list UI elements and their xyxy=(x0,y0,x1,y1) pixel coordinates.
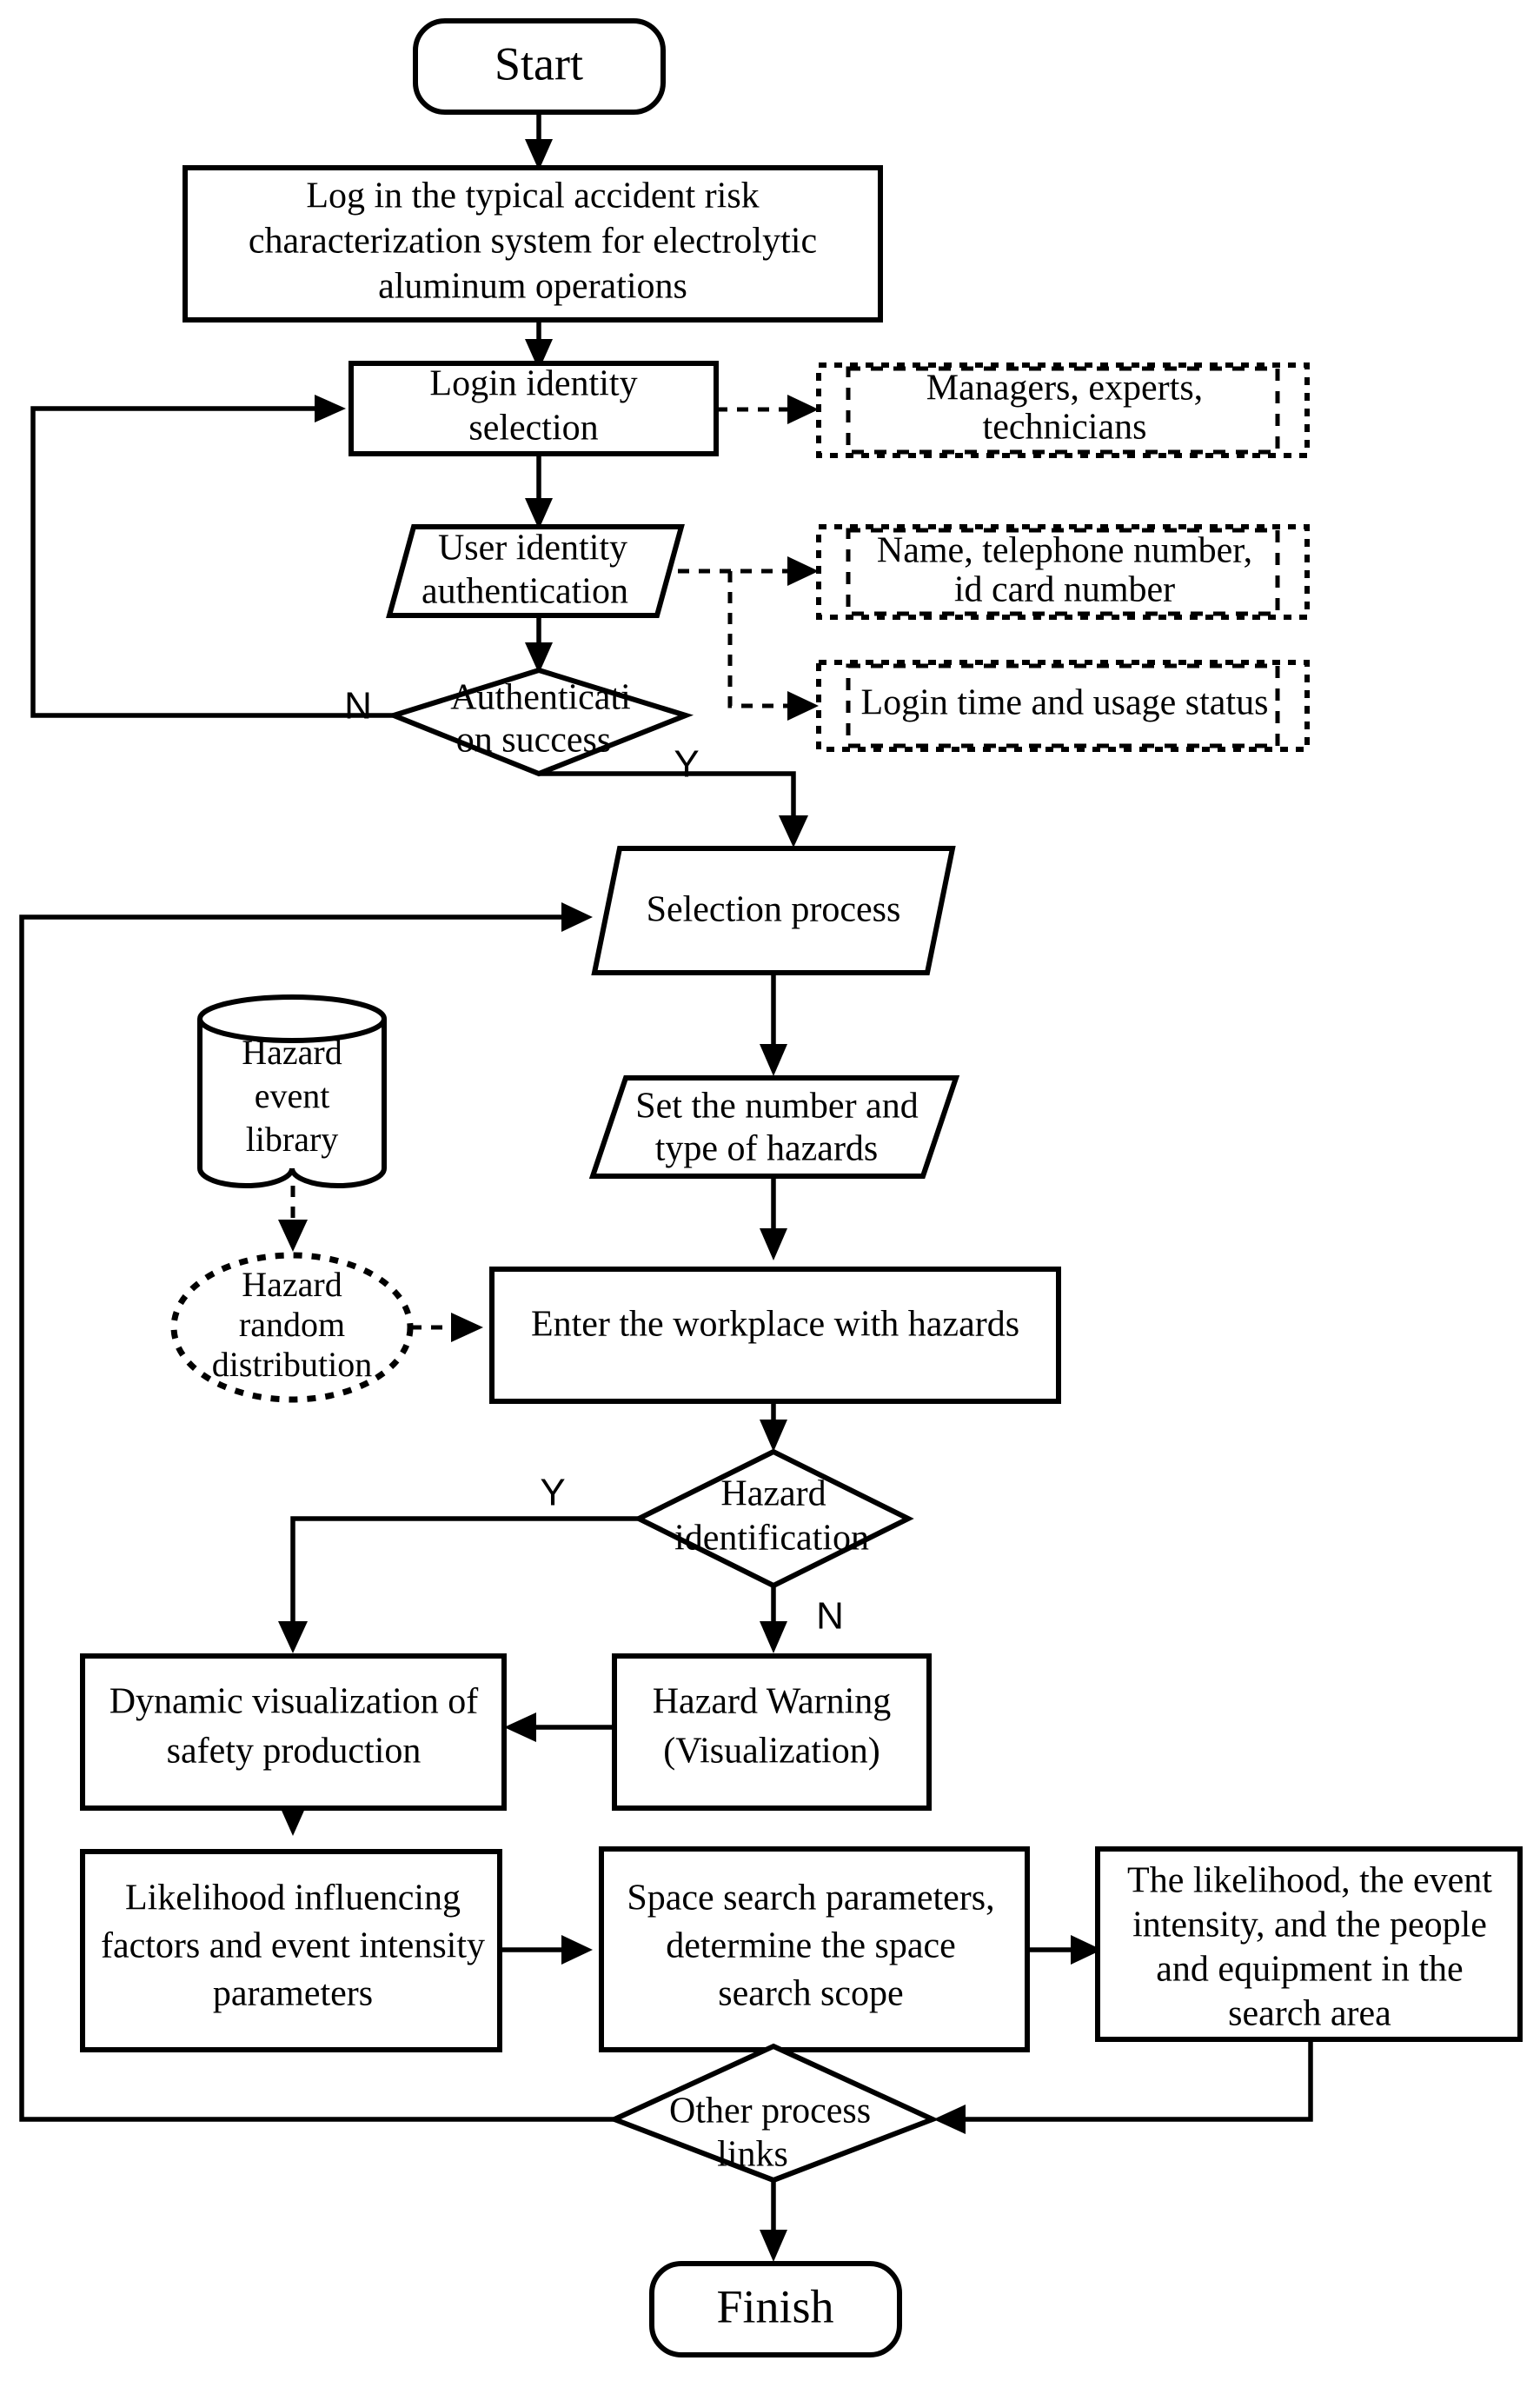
node-identity-authentication-line2: authentication xyxy=(422,572,628,612)
node-hazard-library-line2: event xyxy=(255,1076,330,1115)
connector-set-hazards-to-enter-workplace xyxy=(760,1176,787,1260)
node-likelihood-factors[interactable]: Likelihood influencing factors and event… xyxy=(80,1849,502,2052)
connector-start-to-login-system xyxy=(525,111,553,170)
branch-label-auth-yes: Y xyxy=(674,743,699,786)
node-hazard-random-line1: Hazard xyxy=(242,1265,342,1304)
note-credentials: Name, telephone number, id card number xyxy=(816,524,1310,620)
note-roles: Managers, experts, technicians xyxy=(816,362,1310,458)
connector-other-process-to-finish xyxy=(760,2180,787,2262)
node-space-search-line2: determine the space xyxy=(666,1926,956,1966)
node-other-process-links[interactable]: Other process links xyxy=(607,2043,939,2184)
node-likelihood-people-line4: search area xyxy=(1228,1994,1391,2034)
node-dynamic-visualization[interactable]: Dynamic visualization of safety producti… xyxy=(80,1653,507,1811)
node-set-hazards-line2: type of hazards xyxy=(655,1129,879,1169)
node-likelihood-factors-line1: Likelihood influencing xyxy=(125,1879,461,1919)
node-login-system-line3: aluminum operations xyxy=(378,267,687,307)
node-other-process-line1: Other process xyxy=(669,2091,871,2131)
connector-login-system-to-identity-selection xyxy=(525,319,553,370)
note-login-status-line1: Login time and usage status xyxy=(861,683,1269,723)
node-dynamic-vis-line1: Dynamic visualization of xyxy=(110,1682,479,1722)
node-hazard-random-distribution[interactable]: Hazard random distribution xyxy=(170,1252,414,1403)
connector-likelihood-people-to-other-process xyxy=(933,2039,1313,2134)
note-credentials-line1: Name, telephone number, xyxy=(877,531,1252,571)
node-authentication-success-line1: Authenticati xyxy=(450,678,631,718)
node-likelihood-people-line3: and equipment in the xyxy=(1156,1950,1463,1990)
node-selection-process[interactable]: Selection process xyxy=(591,846,956,975)
connector-hazard-warning-to-dynamic-vis xyxy=(504,1712,614,1742)
note-credentials-line2: id card number xyxy=(954,570,1175,610)
connector-identity-selection-to-auth xyxy=(525,453,553,529)
connector-likelihood-factors-to-space-search xyxy=(500,1935,593,1965)
connector-auth-to-credentials-note xyxy=(678,556,819,586)
connector-auth-yes-to-selection-process xyxy=(539,771,808,848)
branch-label-hazard-no: N xyxy=(816,1595,844,1638)
connector-hazard-library-to-random xyxy=(278,1186,308,1252)
connector-selection-to-set-hazards xyxy=(760,973,787,1076)
node-likelihood-people[interactable]: The likelihood, the event intensity, and… xyxy=(1095,1846,1523,2042)
node-other-process-line2: links xyxy=(717,2135,788,2175)
node-dynamic-vis-line2: safety production xyxy=(167,1732,422,1772)
node-likelihood-factors-line2: factors and event intensity xyxy=(101,1926,485,1966)
node-hazard-warning-line2: (Visualization) xyxy=(663,1732,880,1772)
note-login-status: Login time and usage status xyxy=(816,660,1310,752)
node-start[interactable]: Start xyxy=(413,18,666,115)
node-finish[interactable]: Finish xyxy=(649,2261,902,2357)
connector-hazard-yes-to-dynamic-vis xyxy=(278,1516,639,1653)
node-space-search[interactable]: Space search parameters, determine the s… xyxy=(599,1846,1030,2052)
node-set-hazards[interactable]: Set the number and type of hazards xyxy=(588,1075,960,1179)
node-hazard-library-line1: Hazard xyxy=(242,1033,342,1072)
node-likelihood-people-line1: The likelihood, the event xyxy=(1127,1861,1492,1901)
node-hazard-identification-line2: identification xyxy=(674,1519,869,1559)
node-hazard-warning[interactable]: Hazard Warning (Visualization) xyxy=(612,1653,932,1811)
connector-other-process-loop-to-selection xyxy=(19,902,614,2122)
connector-space-search-to-likelihood-people xyxy=(1027,1935,1102,1965)
node-hazard-identification-line1: Hazard xyxy=(720,1474,826,1514)
node-enter-workplace-line1: Enter the workplace with hazards xyxy=(531,1305,1019,1345)
connector-enter-workplace-to-hazard-identification xyxy=(760,1401,787,1452)
node-space-search-line1: Space search parameters, xyxy=(627,1879,994,1919)
node-hazard-library[interactable]: Hazard event library xyxy=(197,994,387,1188)
node-login-system-line2: characterization system for electrolytic xyxy=(249,222,817,262)
node-identity-authentication-line1: User identity xyxy=(438,529,627,569)
node-likelihood-factors-line3: parameters xyxy=(213,1974,373,2014)
node-enter-workplace[interactable]: Enter the workplace with hazards xyxy=(489,1267,1061,1404)
node-authentication-success-line2: on success xyxy=(456,721,611,761)
node-identity-selection-line2: selection xyxy=(468,409,598,449)
node-set-hazards-line1: Set the number and xyxy=(635,1087,918,1127)
node-hazard-random-line3: distribution xyxy=(212,1345,372,1384)
node-start-label: Start xyxy=(495,37,583,90)
node-authentication-success[interactable]: Authenticati on success xyxy=(386,667,694,777)
connector-identity-selection-to-roles-note xyxy=(716,395,819,424)
connector-hazard-no-to-hazard-warning xyxy=(760,1586,787,1653)
node-hazard-identification[interactable]: Hazard identification xyxy=(633,1448,914,1589)
node-identity-selection-line1: Login identity xyxy=(429,364,637,404)
node-hazard-library-line3: library xyxy=(246,1120,339,1159)
node-login-system-line1: Log in the typical accident risk xyxy=(306,176,759,216)
branch-label-auth-no: N xyxy=(344,685,372,728)
node-likelihood-people-line2: intensity, and the people xyxy=(1132,1905,1487,1945)
node-identity-authentication[interactable]: User identity authentication xyxy=(386,524,685,618)
node-space-search-line3: search scope xyxy=(718,1974,903,2014)
connector-auth-no-loop xyxy=(30,395,394,718)
connector-hazard-random-to-enter-workplace xyxy=(410,1313,483,1342)
node-selection-process-line1: Selection process xyxy=(647,890,901,930)
connector-auth-to-login-status-note xyxy=(727,571,819,721)
branch-label-hazard-yes: Y xyxy=(540,1472,565,1514)
note-roles-line1: Managers, experts, xyxy=(926,369,1203,409)
connector-auth-to-auth-success xyxy=(525,614,553,674)
node-login-system[interactable]: Log in the typical accident risk charact… xyxy=(183,165,883,323)
node-hazard-warning-line1: Hazard Warning xyxy=(653,1682,892,1722)
node-finish-label: Finish xyxy=(716,2280,833,2332)
node-hazard-random-line2: random xyxy=(239,1305,345,1344)
note-roles-line2: technicians xyxy=(983,408,1147,448)
node-identity-selection[interactable]: Login identity selection xyxy=(348,361,719,456)
